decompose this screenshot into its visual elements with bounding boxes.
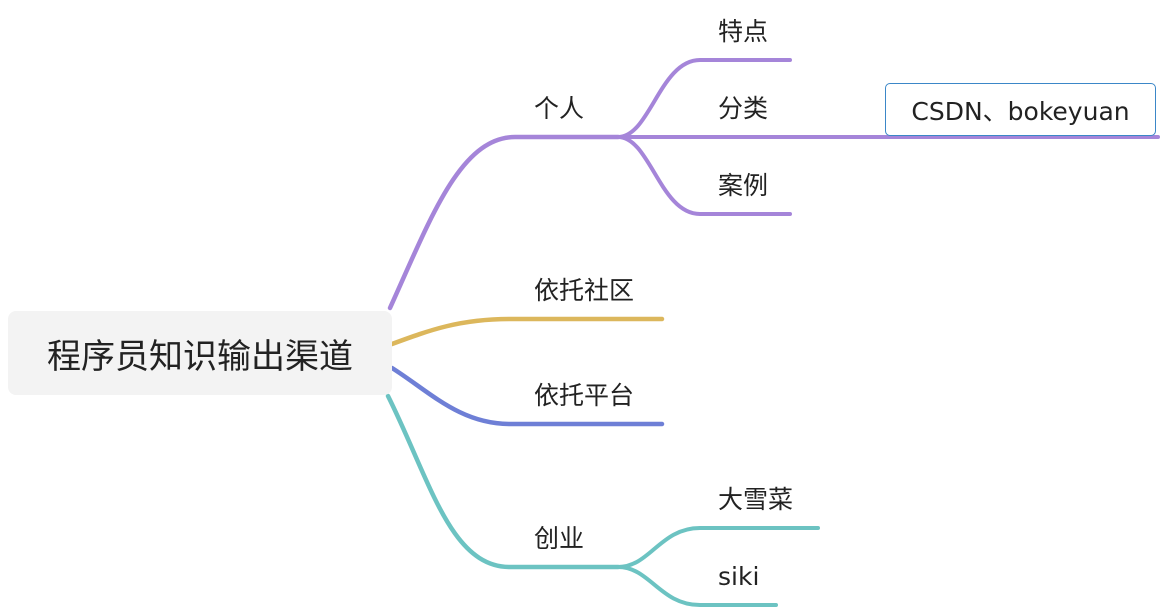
connector-root-personal (387, 134, 621, 311)
note-category-platforms[interactable]: CSDN、bokeyuan (885, 83, 1156, 136)
node-siki[interactable]: siki (718, 562, 760, 591)
node-category[interactable]: 分类 (718, 94, 769, 123)
connector-root-community (389, 316, 665, 347)
connector-root-platform (389, 365, 665, 427)
connector-root-startup (385, 393, 621, 570)
node-cases[interactable]: 案例 (718, 171, 769, 200)
branch-startup[interactable]: 创业 (534, 524, 585, 553)
root-node[interactable] (8, 311, 392, 395)
connector-personal-features (616, 58, 792, 139)
connector-personal-cases (616, 135, 792, 216)
branch-personal[interactable]: 个人 (534, 94, 585, 123)
root-node-label: 程序员知识输出渠道 (47, 336, 353, 377)
connector-startup-daxuecai (616, 526, 820, 569)
node-features[interactable]: 特点 (718, 17, 769, 46)
connector-startup-siki (616, 565, 778, 607)
branch-community[interactable]: 依托社区 (534, 276, 635, 305)
node-daxuecai[interactable]: 大雪菜 (718, 485, 794, 514)
branch-platform[interactable]: 依托平台 (534, 381, 635, 410)
